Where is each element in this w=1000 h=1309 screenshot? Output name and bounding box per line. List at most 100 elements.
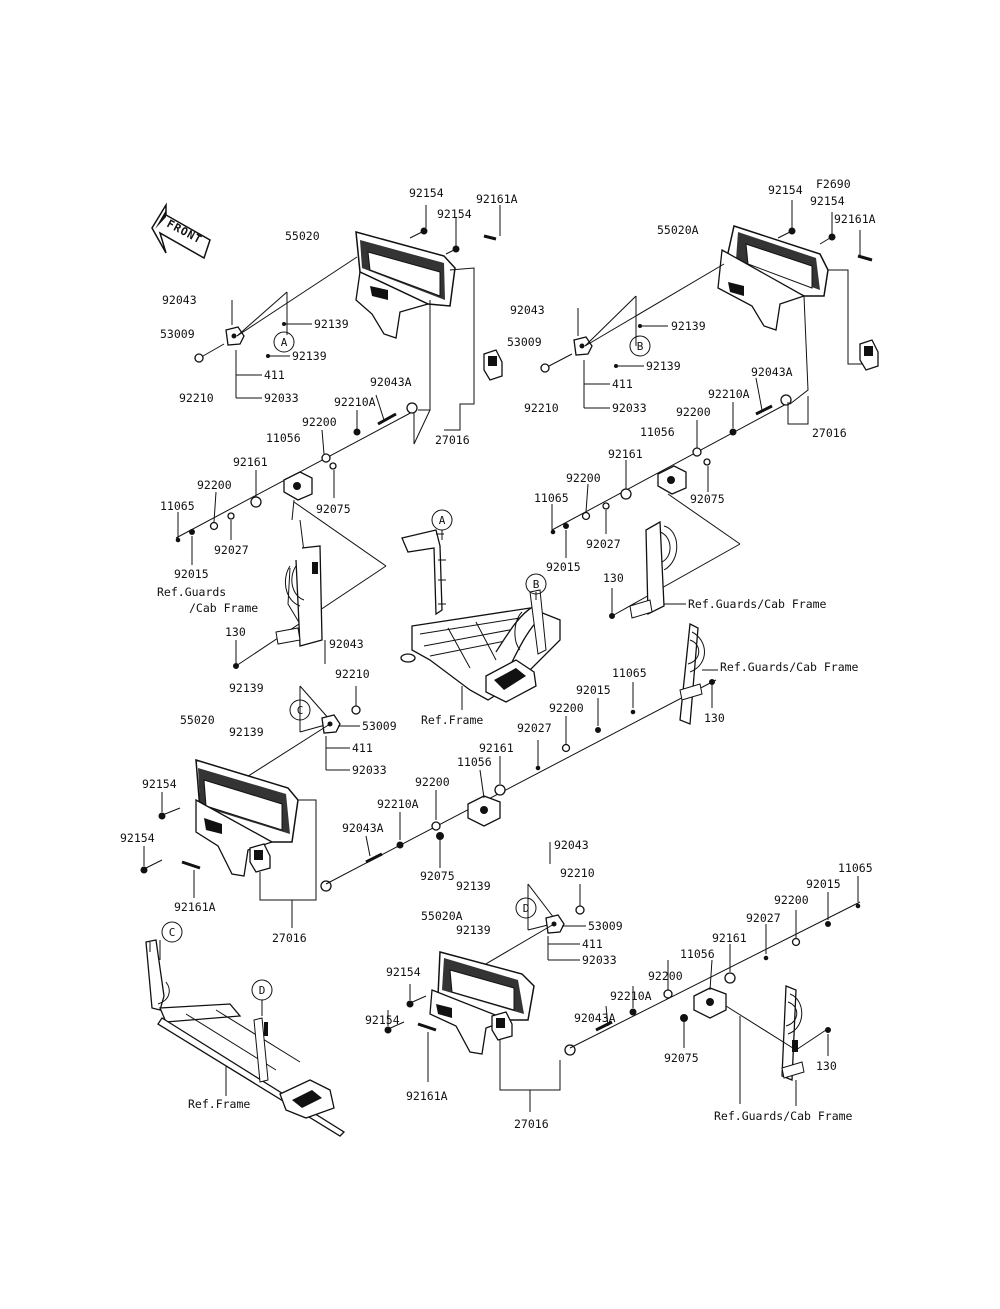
part-label: 92200 bbox=[676, 405, 711, 419]
part-label: 92033 bbox=[582, 953, 617, 967]
part-label: 92027 bbox=[586, 537, 621, 551]
svg-text:B: B bbox=[637, 340, 644, 353]
svg-text:D: D bbox=[523, 902, 530, 915]
part-label: 92139 bbox=[646, 359, 681, 373]
part-label: 92075 bbox=[664, 1051, 699, 1065]
pin-icon bbox=[181, 860, 201, 870]
pin-icon bbox=[857, 254, 873, 262]
part-label: 27016 bbox=[272, 931, 307, 945]
callout-circle-d: D bbox=[251, 979, 273, 1001]
part-label: 92075 bbox=[316, 502, 351, 516]
part-label: 92200 bbox=[566, 471, 601, 485]
part-label: 92200 bbox=[302, 415, 337, 429]
part-label: 92043A bbox=[574, 1011, 616, 1025]
part-label: 92161 bbox=[608, 447, 643, 461]
part-label: 92043 bbox=[554, 838, 589, 852]
bolt-icon bbox=[158, 807, 181, 820]
part-label: 92139 bbox=[456, 923, 491, 937]
part-label: 11065 bbox=[838, 861, 873, 875]
part-label: 92043A bbox=[751, 365, 793, 379]
swivel-bracket-53009 bbox=[573, 336, 593, 356]
callout-circle-a: A bbox=[273, 331, 295, 353]
part-label: 92033 bbox=[352, 763, 387, 777]
part-label: 92200 bbox=[415, 775, 450, 789]
part-label: 92210 bbox=[560, 866, 595, 880]
part-label: 92075 bbox=[690, 492, 725, 506]
part-label: 11065 bbox=[160, 499, 195, 513]
guard-tube bbox=[629, 520, 678, 619]
part-label: 11065 bbox=[612, 666, 647, 680]
part-label: 92027 bbox=[517, 721, 552, 735]
pin-icon bbox=[417, 1022, 437, 1032]
part-label: 11056 bbox=[640, 425, 675, 439]
part-label: 11056 bbox=[457, 755, 492, 769]
guard-tube bbox=[679, 622, 705, 725]
part-label: 92015 bbox=[546, 560, 581, 574]
guard-tube bbox=[275, 519, 323, 647]
part-label: 411 bbox=[612, 377, 633, 391]
ref-frame-label: Ref.Frame bbox=[421, 713, 483, 727]
bolt-icon bbox=[777, 227, 796, 239]
svg-text:C: C bbox=[297, 704, 304, 717]
part-label: 92139 bbox=[314, 317, 349, 331]
part-label: 92027 bbox=[746, 911, 781, 925]
part-label: 92210 bbox=[335, 667, 370, 681]
bracket-27016 bbox=[859, 339, 879, 371]
part-label: 92161 bbox=[712, 931, 747, 945]
part-label: 92043 bbox=[329, 637, 364, 651]
part-label: 92200 bbox=[648, 969, 683, 983]
part-label: 92043A bbox=[342, 821, 384, 835]
svg-text:B: B bbox=[533, 578, 540, 591]
bolt-icon bbox=[140, 859, 163, 874]
part-label: 92015 bbox=[576, 683, 611, 697]
mirror-mount-11056 bbox=[657, 465, 687, 495]
part-label: 92154 bbox=[409, 186, 444, 200]
part-label: 92015 bbox=[806, 877, 841, 891]
callout-circle-b: B bbox=[629, 335, 651, 357]
mirror-housing-55020 bbox=[195, 758, 299, 877]
part-label: 92154 bbox=[437, 207, 472, 221]
part-label: 92210A bbox=[334, 395, 376, 409]
mirror-housing-55020A bbox=[429, 951, 535, 1055]
bolt-icon bbox=[377, 412, 397, 426]
bottom-frame bbox=[145, 939, 346, 1137]
part-label: 53009 bbox=[160, 327, 195, 341]
part-label: 92200 bbox=[549, 701, 584, 715]
part-label: 92161A bbox=[174, 900, 216, 914]
callout-circle-c: C bbox=[289, 699, 311, 721]
svg-text:C: C bbox=[169, 926, 176, 939]
bracket-27016 bbox=[249, 843, 271, 873]
part-label: 411 bbox=[352, 741, 373, 755]
part-label: 55020 bbox=[285, 229, 320, 243]
part-label: 130 bbox=[704, 711, 725, 725]
part-label: 92043 bbox=[510, 303, 545, 317]
part-label: 27016 bbox=[435, 433, 470, 447]
part-label: 92033 bbox=[264, 391, 299, 405]
front-arrow-icon: FRONT bbox=[151, 202, 211, 260]
part-label: 92015 bbox=[174, 567, 209, 581]
part-label: 130 bbox=[225, 625, 246, 639]
swivel-bracket-53009 bbox=[225, 326, 245, 346]
ref-guards-label-1: Ref.Guards bbox=[157, 585, 226, 599]
ref-guards-label: Ref.Guards/Cab Frame bbox=[720, 660, 859, 674]
top-right-assembly bbox=[540, 200, 879, 619]
svg-text:D: D bbox=[259, 984, 266, 997]
part-label: 55020A bbox=[421, 909, 463, 923]
callout-circle-b: B bbox=[525, 573, 547, 595]
part-label: 92139 bbox=[229, 681, 264, 695]
callout-circle-a: A bbox=[431, 509, 453, 531]
bolt-icon bbox=[406, 995, 427, 1008]
part-label: 130 bbox=[816, 1059, 837, 1073]
bolt-icon bbox=[409, 227, 428, 239]
part-label: 53009 bbox=[362, 719, 397, 733]
bottom-right-assembly bbox=[384, 842, 861, 1112]
part-label: 411 bbox=[582, 937, 603, 951]
part-label: 53009 bbox=[507, 335, 542, 349]
part-label: 92033 bbox=[612, 401, 647, 415]
mirror-mount-11056 bbox=[693, 987, 727, 1019]
bracket-27016 bbox=[483, 349, 503, 381]
part-label: 11065 bbox=[534, 491, 569, 505]
mirror-mount-11056 bbox=[467, 795, 501, 827]
part-label: 92075 bbox=[420, 869, 455, 883]
